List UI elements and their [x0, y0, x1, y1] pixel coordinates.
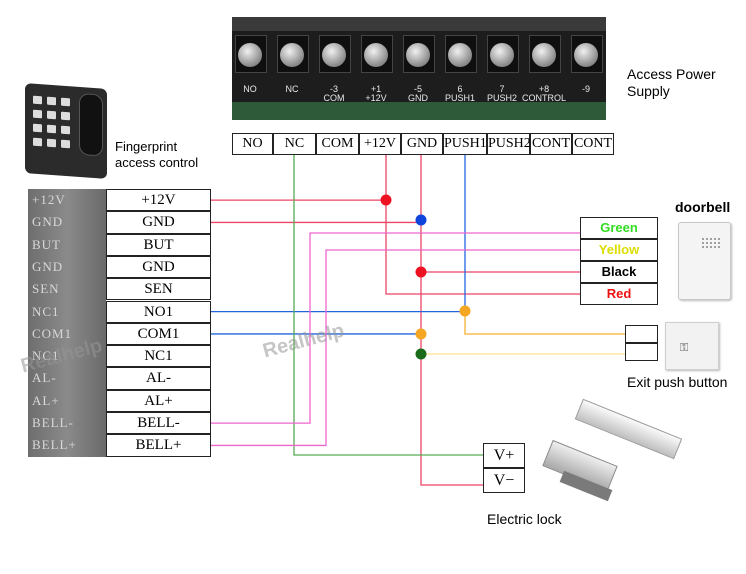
screw-head	[406, 43, 430, 67]
board-label: -3 COM	[323, 84, 345, 103]
wire-doorbell-red	[385, 200, 580, 295]
board-label: -5 GND	[408, 84, 428, 103]
screw-head	[238, 43, 262, 67]
wire-exit-1	[464, 311, 625, 335]
board-label: +8 CONTROL	[522, 84, 567, 103]
junction-dot-red	[415, 266, 427, 278]
pin-no1: NO1	[106, 300, 211, 323]
ps-terminal: NO	[232, 133, 273, 155]
strip-label: COM1	[32, 325, 73, 341]
ps-terminal: NC	[273, 133, 316, 155]
pin-sen: SEN	[106, 278, 211, 301]
strip-label: NC1	[32, 348, 60, 364]
power-supply-title: Access Power Supply	[627, 66, 716, 99]
screw-head	[490, 43, 514, 67]
ps-terminal: PUSH1	[443, 133, 487, 155]
strip-label: GND	[32, 258, 64, 274]
lock-terminal: V−	[483, 468, 525, 493]
wire-gnd-bus	[420, 155, 483, 486]
wire-bell-plus	[211, 249, 580, 447]
screw-head	[574, 43, 598, 67]
ps-terminal: COM	[316, 133, 359, 155]
power-supply-board: NO NC -3 COM +1 +12V -5 GND 6 PUSH1 7 PUSH2 +8 …	[232, 17, 606, 120]
key-icon: ⚿	[680, 341, 689, 354]
junction-dot-orange	[459, 305, 471, 317]
pin-gnd: GND	[106, 211, 211, 234]
ps-terminal: +12V	[359, 133, 401, 155]
fingerprint-title: Fingerprint access control	[115, 139, 199, 170]
strip-label: AL+	[32, 392, 60, 408]
wire-nc-lock	[293, 155, 483, 456]
exit-button-device: ⚿	[665, 322, 719, 370]
screw-head	[448, 43, 472, 67]
wire-bell-minus	[211, 232, 580, 424]
exit-button-terminal-2	[625, 343, 658, 361]
board-label: NO	[243, 84, 257, 94]
pin-bell: BELL+	[106, 434, 211, 457]
pin-bell: BELL-	[106, 412, 211, 435]
pin-al: AL-	[106, 367, 211, 390]
board-label: 7 PUSH2	[486, 84, 517, 103]
lock-terminal: V+	[483, 443, 525, 468]
pin-but: BUT	[106, 233, 211, 256]
fingerprint-terminal-strip	[28, 189, 106, 457]
strip-label: SEN	[32, 281, 60, 297]
junction-dot-green	[415, 348, 427, 360]
board-label: 6 PUSH1	[444, 84, 475, 103]
pin-gnd: GND	[106, 255, 211, 279]
strip-label: +12V	[32, 192, 66, 207]
pin-12v: +12V	[106, 189, 211, 212]
strip-label: BELL+	[32, 437, 77, 453]
exit-button-title: Exit push button	[627, 374, 728, 390]
doorbell-wire-green: Green	[580, 217, 658, 239]
doorbell-device	[678, 222, 731, 300]
junction-dot-red	[380, 194, 392, 206]
pin-com1: COM1	[106, 322, 211, 346]
doorbell-wire-yellow: Yellow	[580, 239, 658, 261]
doorbell-wire-black: Black	[580, 261, 658, 283]
strip-label: AL-	[32, 370, 57, 386]
ps-terminal: PUSH2	[487, 133, 531, 155]
screw-head	[532, 43, 556, 67]
exit-button-terminal-1	[625, 325, 658, 343]
ps-terminal: CONT	[572, 133, 614, 155]
screw-head	[280, 43, 304, 67]
strip-label: BUT	[32, 236, 61, 252]
board-label: +1 +12V	[365, 84, 387, 103]
board-label: -9	[581, 84, 590, 94]
pin-al: AL+	[106, 389, 211, 412]
strip-label: GND	[32, 214, 64, 230]
strip-label: BELL-	[32, 415, 74, 430]
screw-head	[322, 43, 346, 67]
ps-terminal: GND	[401, 133, 443, 155]
screw-head	[364, 43, 388, 67]
wire-12v	[211, 155, 387, 201]
doorbell-wire-red: Red	[580, 283, 658, 305]
ps-terminal: CONT	[530, 133, 572, 155]
junction-dot-orange	[415, 328, 427, 340]
doorbell-title: doorbell	[675, 199, 731, 215]
strip-label: NC1	[32, 303, 60, 319]
electric-lock-title: Electric lock	[487, 511, 562, 527]
pin-nc1: NC1	[106, 345, 211, 368]
board-label: NC	[285, 84, 299, 94]
junction-dot-blue	[415, 214, 427, 226]
